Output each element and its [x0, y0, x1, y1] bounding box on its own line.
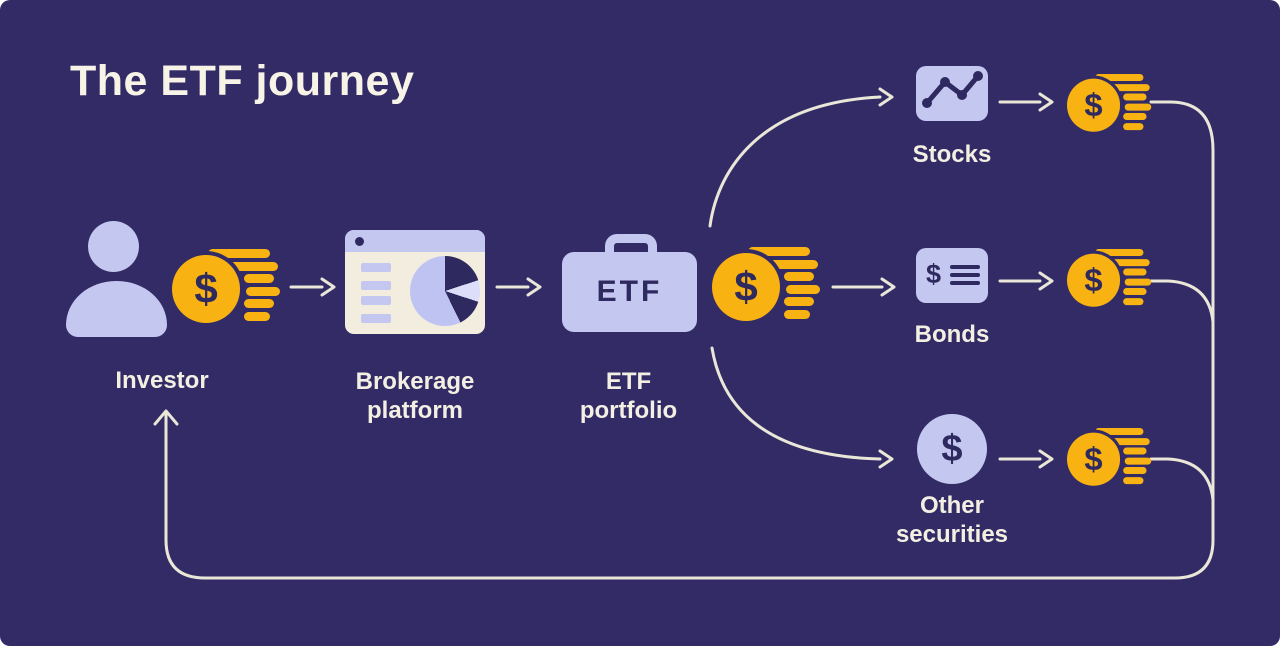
pie-chart-icon	[410, 256, 480, 326]
dollar-symbol: $	[734, 263, 758, 310]
dollar-symbol: $	[926, 259, 942, 289]
list-row	[361, 296, 391, 305]
dollar-coin-icon: $	[1067, 253, 1121, 307]
bond-line	[950, 273, 980, 277]
dollar-symbol: $	[941, 428, 963, 470]
list-row	[361, 263, 391, 272]
arrow-brokerage-etf	[495, 277, 542, 297]
dollar-circle-icon: $	[917, 414, 987, 484]
dollar-symbol: $	[1084, 86, 1103, 124]
line-chart-icon	[916, 66, 988, 121]
briefcase-icon: ETF	[562, 252, 697, 332]
dollar-coin-icon: $	[712, 253, 780, 321]
arrow-investor-brokerage	[289, 277, 336, 297]
arrow-bonds-coins	[998, 271, 1054, 291]
bond-line	[950, 281, 980, 285]
dollar-coin-icon: $	[172, 255, 240, 323]
return-merge-bonds	[1149, 279, 1215, 324]
arrow-other-coins	[998, 449, 1054, 469]
stocks-label: Stocks	[912, 141, 992, 168]
other-securities-label: Other securities	[895, 492, 1009, 548]
etf-portfolio-label: ETF portfolio	[579, 368, 678, 424]
list-row	[361, 281, 391, 290]
browser-titlebar	[345, 230, 485, 252]
brokerage-label: Brokerage platform	[355, 368, 475, 424]
arrow-branch-bonds	[831, 277, 896, 297]
page-title: The ETF journey	[70, 57, 415, 105]
list-row	[361, 314, 391, 323]
bond-line	[950, 265, 980, 269]
dollar-coin-icon: $	[1067, 432, 1121, 486]
return-merge-other	[1149, 457, 1215, 502]
person-icon	[88, 221, 139, 272]
dollar-symbol: $	[1084, 440, 1103, 478]
arrow-branch-other	[710, 346, 894, 469]
return-loop-arrow	[153, 100, 1215, 580]
dollar-symbol: $	[194, 265, 218, 312]
coins-icon: $	[712, 247, 820, 325]
etf-badge: ETF	[596, 275, 663, 308]
coins-icon: $	[1067, 74, 1152, 135]
dollar-coin-icon: $	[1067, 78, 1121, 132]
arrow-branch-stocks	[708, 87, 894, 228]
coins-icon: $	[1067, 428, 1152, 489]
arrow-stocks-coins	[998, 92, 1054, 112]
coins-icon: $	[172, 249, 280, 327]
briefcase-handle-icon	[605, 234, 657, 260]
bond-note-icon: $	[916, 248, 988, 303]
browser-window-icon	[345, 230, 485, 334]
stock-zigzag	[922, 71, 983, 108]
investor-label: Investor	[115, 367, 209, 394]
browser-dot-icon	[355, 237, 364, 246]
coins-icon: $	[1067, 249, 1152, 310]
dollar-symbol: $	[1084, 261, 1103, 299]
bonds-label: Bonds	[914, 321, 990, 348]
